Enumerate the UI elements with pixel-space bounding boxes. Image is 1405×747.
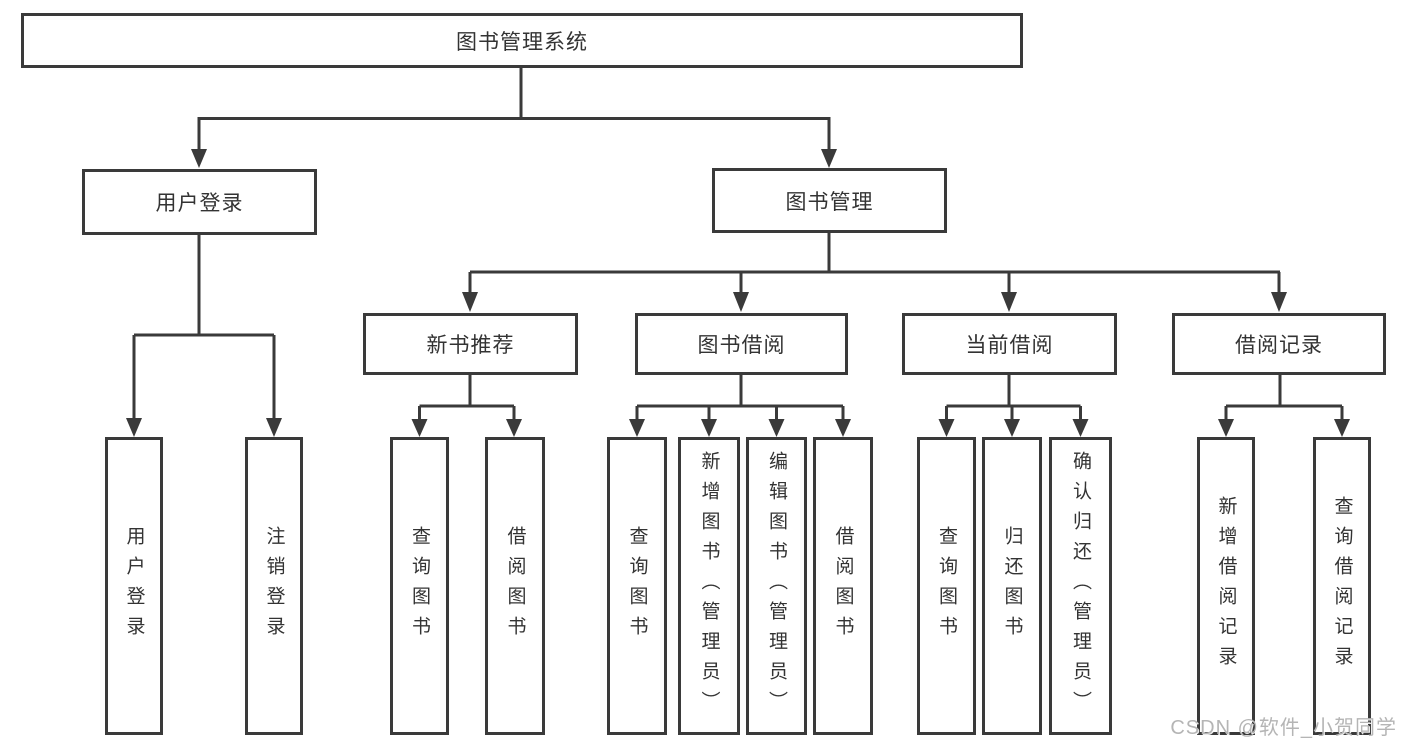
arrow-down-icon [1004, 419, 1020, 437]
arrow-down-icon [126, 418, 142, 437]
edge-book-borrow-to-leaves [635, 375, 845, 420]
leaf-borrow-books-recommend-label: 借阅图书 [504, 526, 526, 646]
arrow-down-icon [506, 419, 522, 437]
node-library-system: 图书管理系统 [21, 13, 1023, 68]
arrow-down-icon [462, 292, 478, 312]
connector-arrowheads [126, 149, 1350, 437]
arrow-down-icon [835, 419, 851, 437]
leaf-borrow-books-label: 借阅图书 [832, 526, 854, 646]
node-user-login-label: 用户登录 [155, 192, 244, 215]
leaf-query-books-borrow: 查询图书 [607, 437, 667, 735]
csdn-watermark: CSDN @软件_小贺同学 [1170, 717, 1397, 739]
leaf-logout-label: 注销登录 [263, 526, 285, 646]
edge-current-borrow-to-leaves [945, 375, 1082, 420]
leaf-add-borrow-record-label: 新增借阅记录 [1215, 496, 1237, 676]
edge-new-book-recommend-to-leaves [418, 375, 516, 420]
leaf-query-borrow-record-label: 查询借阅记录 [1331, 496, 1353, 676]
node-new-book-recommend: 新书推荐 [363, 313, 578, 375]
arrow-down-icon [1072, 419, 1089, 437]
arrow-down-icon [938, 419, 955, 437]
arrow-down-icon [821, 149, 837, 168]
node-new-book-recommend-label: 新书推荐 [426, 334, 515, 357]
arrow-down-icon [1218, 419, 1234, 437]
leaf-user-login-label: 用户登录 [123, 526, 145, 646]
arrow-down-icon [191, 149, 207, 168]
leaf-edit-book-admin-label: 编辑图书（管理员） [766, 451, 787, 721]
node-borrow-records-label: 借阅记录 [1235, 334, 1323, 357]
connector-edges [132, 66, 1344, 420]
node-current-borrow-label: 当前借阅 [965, 334, 1054, 357]
leaf-confirm-return-admin-label: 确认归还（管理员） [1070, 451, 1091, 721]
arrow-down-icon [733, 292, 749, 312]
leaf-query-books-borrow-label: 查询图书 [626, 526, 648, 646]
edge-borrow-records-to-leaves [1224, 375, 1344, 420]
leaf-add-borrow-record: 新增借阅记录 [1197, 437, 1255, 735]
leaf-return-book-label: 归还图书 [1001, 526, 1023, 646]
leaf-query-borrow-record: 查询借阅记录 [1313, 437, 1371, 735]
leaf-add-book-admin: 新增图书（管理员） [678, 437, 740, 735]
arrow-down-icon [1001, 292, 1017, 312]
leaf-query-books-current: 查询图书 [917, 437, 976, 735]
node-book-borrow-label: 图书借阅 [697, 334, 786, 357]
node-current-borrow: 当前借阅 [902, 313, 1117, 375]
arrow-down-icon [768, 419, 785, 437]
arrow-down-icon [701, 419, 717, 437]
node-book-management: 图书管理 [712, 168, 947, 233]
leaf-user-login: 用户登录 [105, 437, 163, 735]
arrow-down-icon [1271, 292, 1287, 312]
node-library-system-label: 图书管理系统 [456, 30, 588, 54]
arrow-down-icon [411, 419, 428, 437]
leaf-query-books-recommend-label: 查询图书 [409, 526, 430, 646]
leaf-add-book-admin-label: 新增图书（管理员） [698, 451, 720, 721]
arrow-down-icon [629, 419, 645, 437]
leaf-logout: 注销登录 [245, 437, 303, 735]
node-borrow-records: 借阅记录 [1172, 313, 1386, 375]
node-book-management-label: 图书管理 [785, 190, 874, 214]
leaf-edit-book-admin: 编辑图书（管理员） [746, 437, 807, 735]
leaf-query-books-current-label: 查询图书 [936, 526, 957, 646]
edge-user-login-to-leaves [132, 235, 276, 419]
arrow-down-icon [266, 418, 282, 437]
leaf-return-book: 归还图书 [982, 437, 1042, 735]
leaf-query-books-recommend: 查询图书 [390, 437, 449, 735]
leaf-borrow-books-recommend: 借阅图书 [485, 437, 545, 735]
edge-book-management-to-level3 [468, 233, 1281, 293]
leaf-borrow-books: 借阅图书 [813, 437, 873, 735]
edge-root-to-level2 [197, 66, 831, 150]
node-user-login: 用户登录 [82, 169, 317, 235]
node-book-borrow: 图书借阅 [635, 313, 848, 375]
arrow-down-icon [1334, 419, 1350, 437]
leaf-confirm-return-admin: 确认归还（管理员） [1049, 437, 1112, 735]
